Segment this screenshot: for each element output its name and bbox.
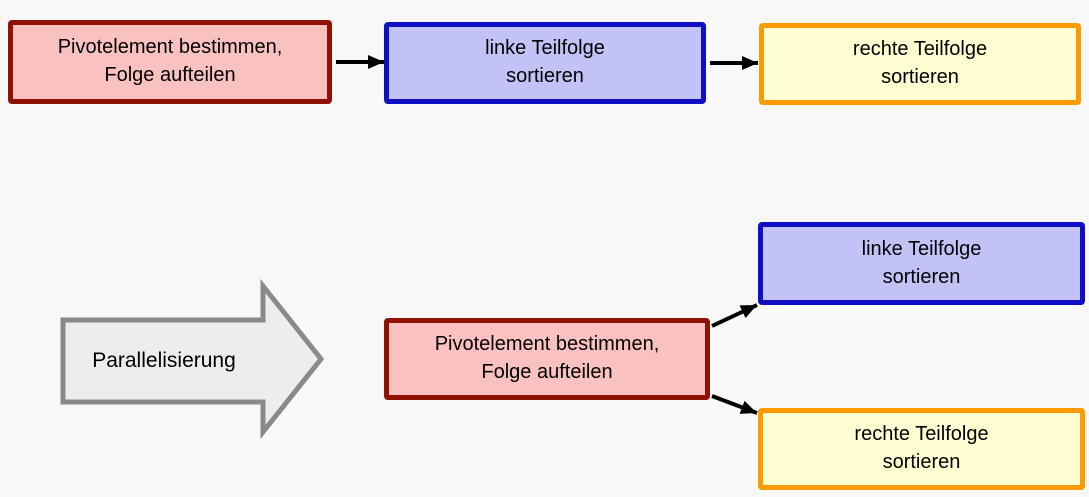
box-linke-sequential-line2: sortieren — [506, 65, 584, 87]
box-pivot-sequential-line2: Folge aufteilen — [104, 64, 236, 86]
box-pivot-parallel-line2: Folge aufteilen — [481, 361, 613, 383]
box-pivot-sequential-line1: Pivotelement bestimmen, — [57, 36, 283, 59]
connector-pivot-to-linke-bottom-icon — [711, 303, 758, 328]
box-linke-teilfolge-sequential: linke Teilfolge sortieren — [384, 22, 706, 104]
box-linke-parallel-line2: sortieren — [882, 265, 961, 288]
box-rechte-teilfolge-sequential: rechte Teilfolge sortieren — [759, 23, 1081, 105]
box-pivot-parallel: Pivotelement bestimmen, Folge aufteilen — [384, 318, 710, 400]
box-linke-parallel-line1: linke Teilfolge — [861, 237, 982, 260]
box-rechte-parallel-line2: sortieren — [882, 451, 961, 473]
box-rechte-sequential-line2: sortieren — [881, 66, 959, 88]
box-rechte-teilfolge-parallel: rechte Teilfolge sortieren — [758, 408, 1085, 490]
box-pivot-parallel-line1: Pivotelement bestimmen, — [434, 333, 660, 356]
connector-pivot-to-rechte-bottom-icon — [711, 394, 758, 415]
box-linke-sequential-line1: linke Teilfolge — [485, 37, 605, 60]
box-pivot-sequential: Pivotelement bestimmen, Folge aufteilen — [8, 20, 332, 104]
box-rechte-parallel-line1: rechte Teilfolge — [854, 423, 989, 446]
box-rechte-sequential-line1: rechte Teilfolge — [852, 38, 988, 61]
box-linke-teilfolge-parallel: linke Teilfolge sortieren — [758, 222, 1085, 305]
parallelization-arrow-label: Parallelisierung — [92, 349, 236, 372]
